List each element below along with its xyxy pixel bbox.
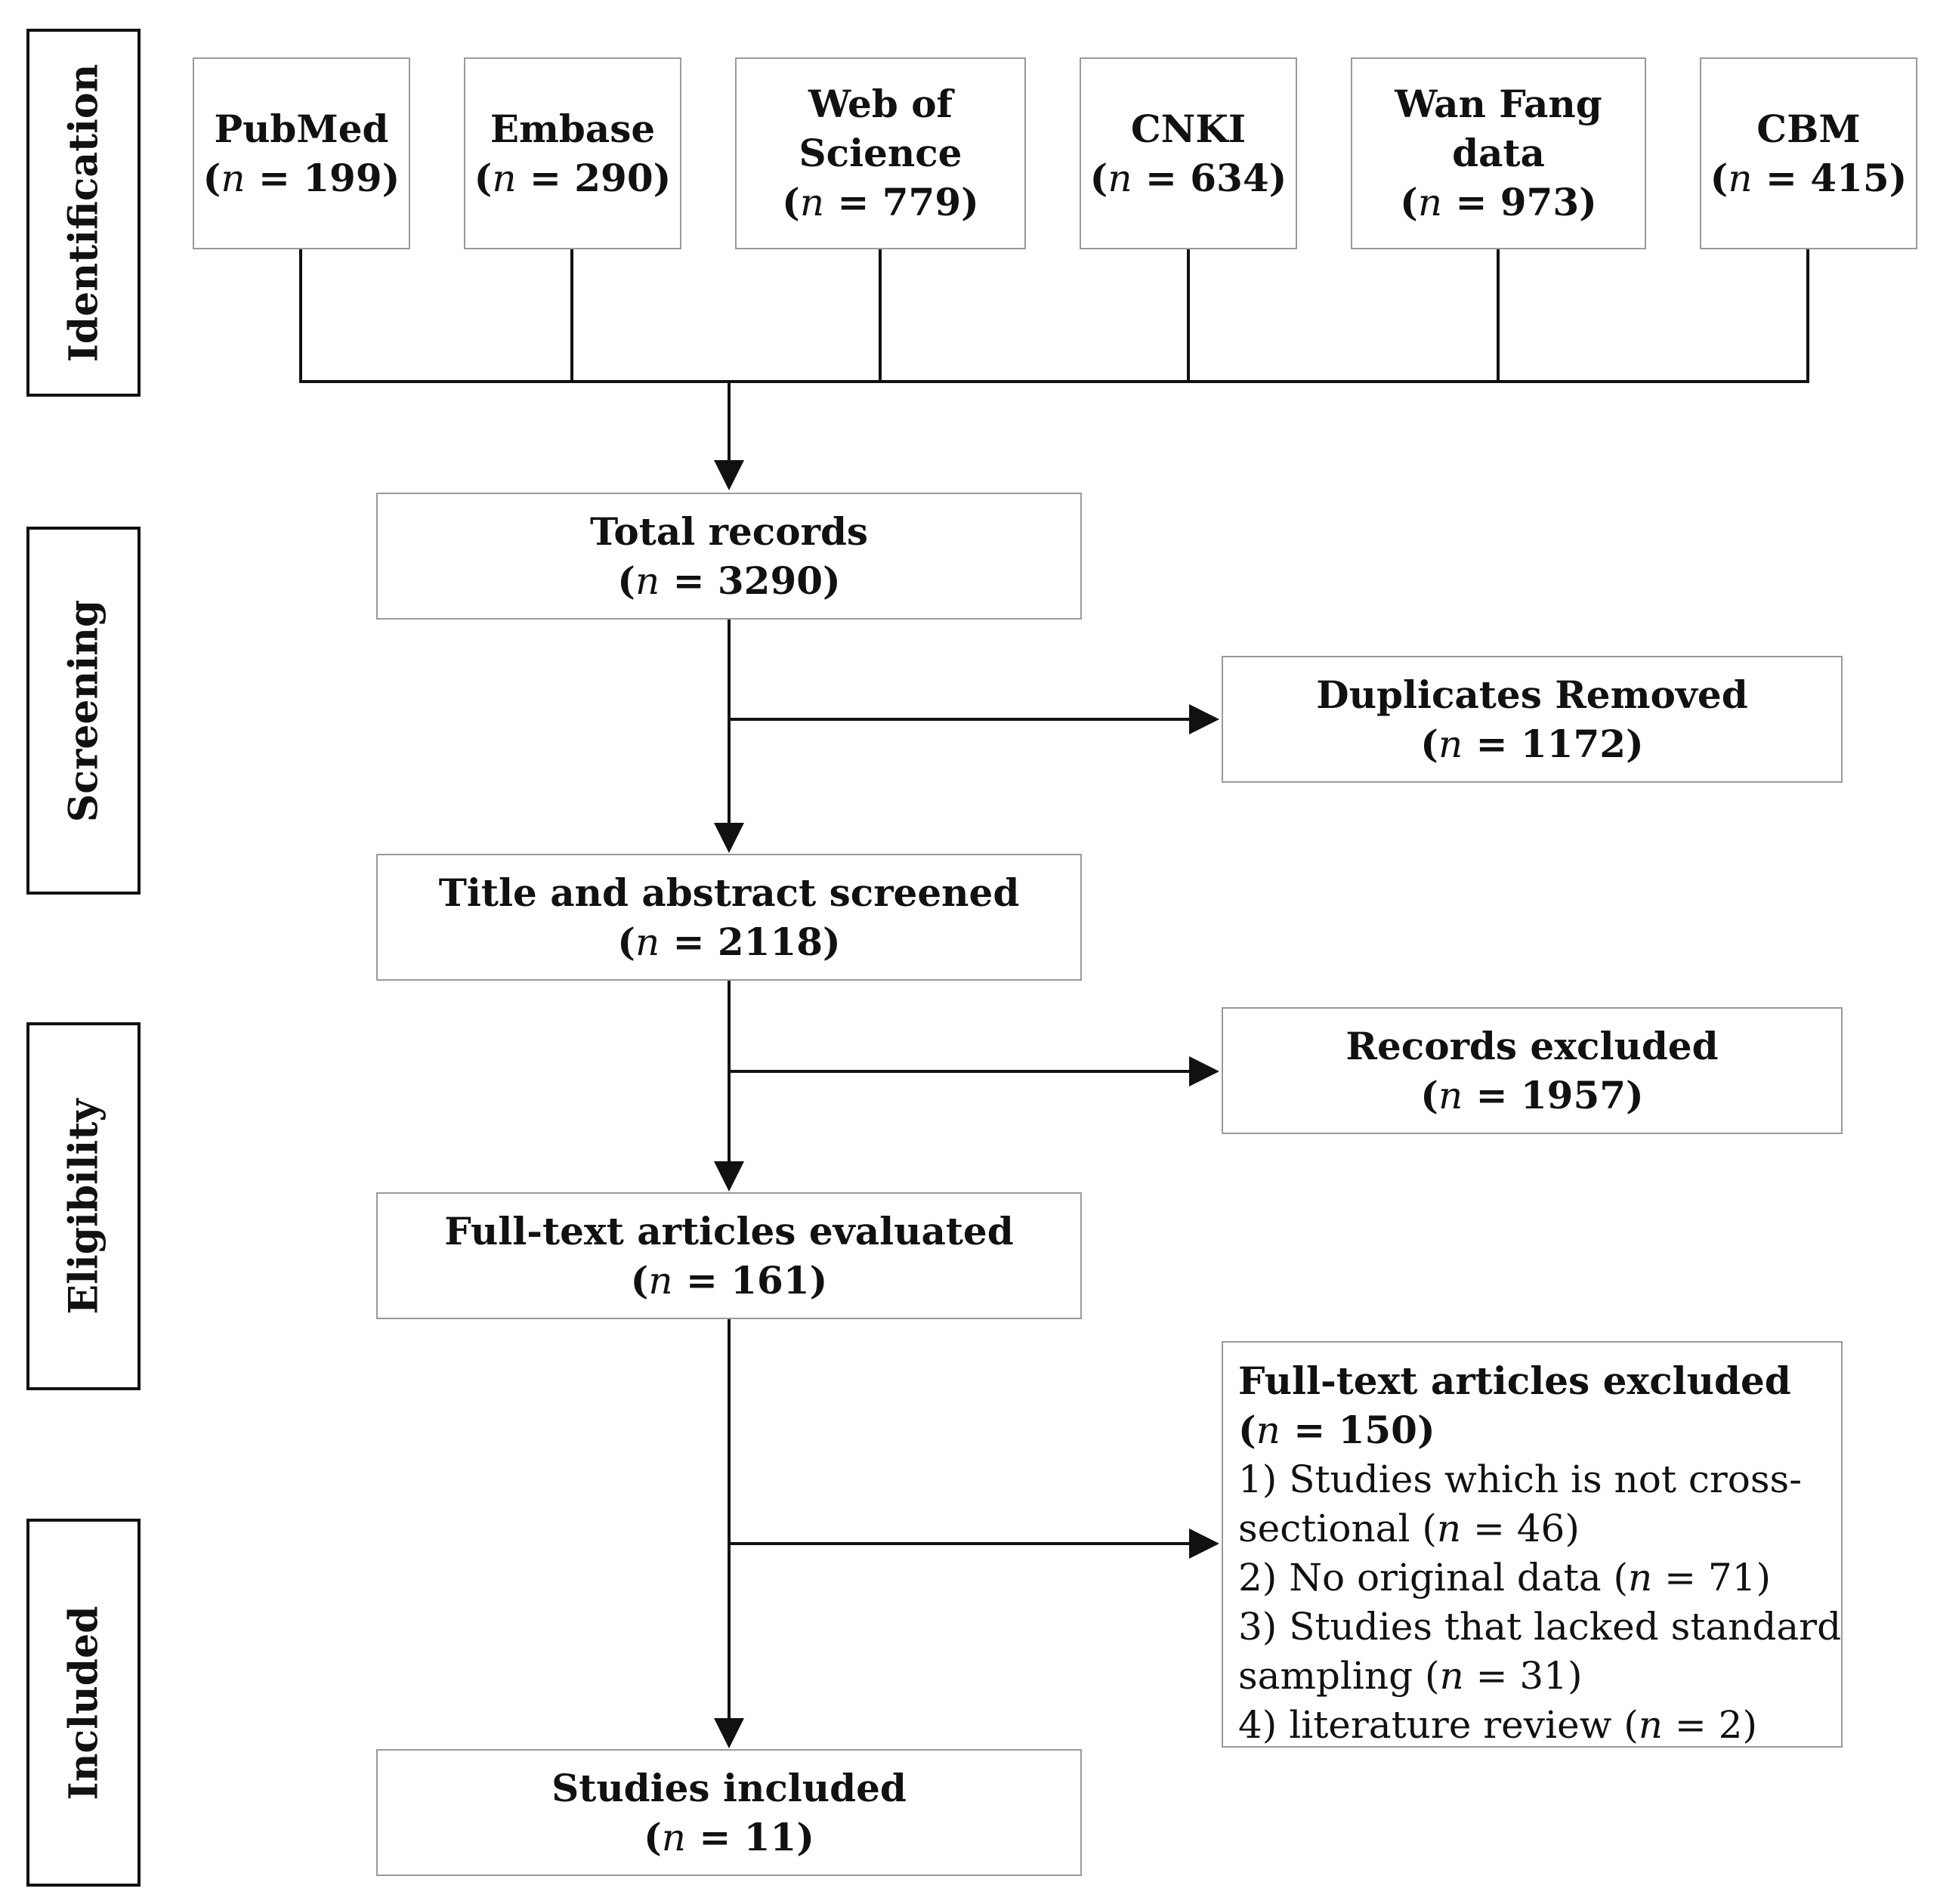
stage-included: Included bbox=[26, 1519, 141, 1887]
stage-screening: Screening bbox=[26, 527, 141, 895]
source-name: CBM bbox=[1756, 106, 1861, 151]
source-cnki: CNKI (n = 634) bbox=[1080, 57, 1297, 249]
stage-label: Screening bbox=[60, 599, 107, 822]
screened-box: Title and abstract screened (n = 2118) bbox=[376, 854, 1082, 981]
node-count: (n = 1957) bbox=[1420, 1072, 1644, 1117]
fulltext-evaluated-box: Full-text articles evaluated (n = 161) bbox=[376, 1192, 1082, 1319]
source-count: (n = 634) bbox=[1089, 155, 1287, 200]
source-count: (n = 415) bbox=[1710, 155, 1908, 200]
source-name: Embase bbox=[490, 106, 656, 151]
source-name: Web of bbox=[808, 82, 953, 126]
node-title: Records excluded bbox=[1345, 1023, 1719, 1068]
source-name: Science bbox=[799, 131, 962, 175]
exclusion-reasons-list: 1) Studies which is not cross-sectional … bbox=[1238, 1455, 1842, 1750]
source-count: (n = 199) bbox=[202, 155, 400, 200]
exclusion-reason: 3) Studies that lacked standard bbox=[1238, 1605, 1842, 1649]
node-count: (n = 161) bbox=[630, 1257, 828, 1303]
source-count: (n = 290) bbox=[474, 155, 672, 200]
source-wanfang: Wan Fang data (n = 973) bbox=[1351, 57, 1646, 249]
stage-label: Identification bbox=[60, 63, 107, 362]
node-title: Full-text articles evaluated bbox=[444, 1208, 1014, 1253]
source-web-of-science: Web of Science (n = 779) bbox=[735, 57, 1026, 249]
node-count: (n = 11) bbox=[644, 1814, 814, 1859]
source-embase: Embase (n = 290) bbox=[464, 57, 681, 249]
exclusion-reason: 1) Studies which is not cross- bbox=[1238, 1457, 1803, 1501]
node-title: Title and abstract screened bbox=[438, 870, 1020, 915]
source-pubmed: PubMed (n = 199) bbox=[193, 57, 410, 249]
exclusion-reason: 4) literature review (n = 2) bbox=[1238, 1703, 1758, 1747]
studies-included-box: Studies included (n = 11) bbox=[376, 1749, 1082, 1876]
node-title: Studies included bbox=[551, 1765, 907, 1810]
stage-identification: Identification bbox=[26, 29, 141, 397]
stage-eligibility: Eligibility bbox=[26, 1022, 141, 1390]
records-excluded-box: Records excluded (n = 1957) bbox=[1222, 1007, 1843, 1134]
node-count: (n = 2118) bbox=[617, 919, 841, 964]
node-count: (n = 3290) bbox=[617, 558, 841, 603]
node-count: (n = 1172) bbox=[1420, 721, 1644, 766]
source-name: PubMed bbox=[214, 106, 389, 151]
exclusion-reason: sectional (n = 46) bbox=[1238, 1507, 1580, 1550]
node-title: Total records bbox=[589, 508, 869, 554]
fulltext-excluded-box: Full-text articles excluded (n = 150) 1)… bbox=[1222, 1341, 1843, 1748]
excluded-count: (n = 150) bbox=[1238, 1408, 1435, 1452]
total-records-box: Total records (n = 3290) bbox=[376, 493, 1082, 620]
excluded-title: Full-text articles excluded bbox=[1238, 1358, 1791, 1403]
exclusion-reason: sampling (n = 31) bbox=[1238, 1654, 1583, 1698]
source-count: (n = 779) bbox=[782, 180, 979, 224]
duplicates-removed-box: Duplicates Removed (n = 1172) bbox=[1222, 656, 1843, 783]
stage-label: Eligibility bbox=[60, 1098, 107, 1315]
source-name: Wan Fang bbox=[1395, 82, 1602, 126]
source-name: data bbox=[1452, 131, 1545, 175]
exclusion-reason: 2) No original data (n = 71) bbox=[1238, 1556, 1771, 1600]
node-title: Duplicates Removed bbox=[1316, 672, 1748, 717]
stage-label: Included bbox=[60, 1605, 107, 1800]
source-name: CNKI bbox=[1130, 106, 1247, 151]
source-cbm: CBM (n = 415) bbox=[1700, 57, 1917, 249]
source-count: (n = 973) bbox=[1400, 180, 1597, 224]
